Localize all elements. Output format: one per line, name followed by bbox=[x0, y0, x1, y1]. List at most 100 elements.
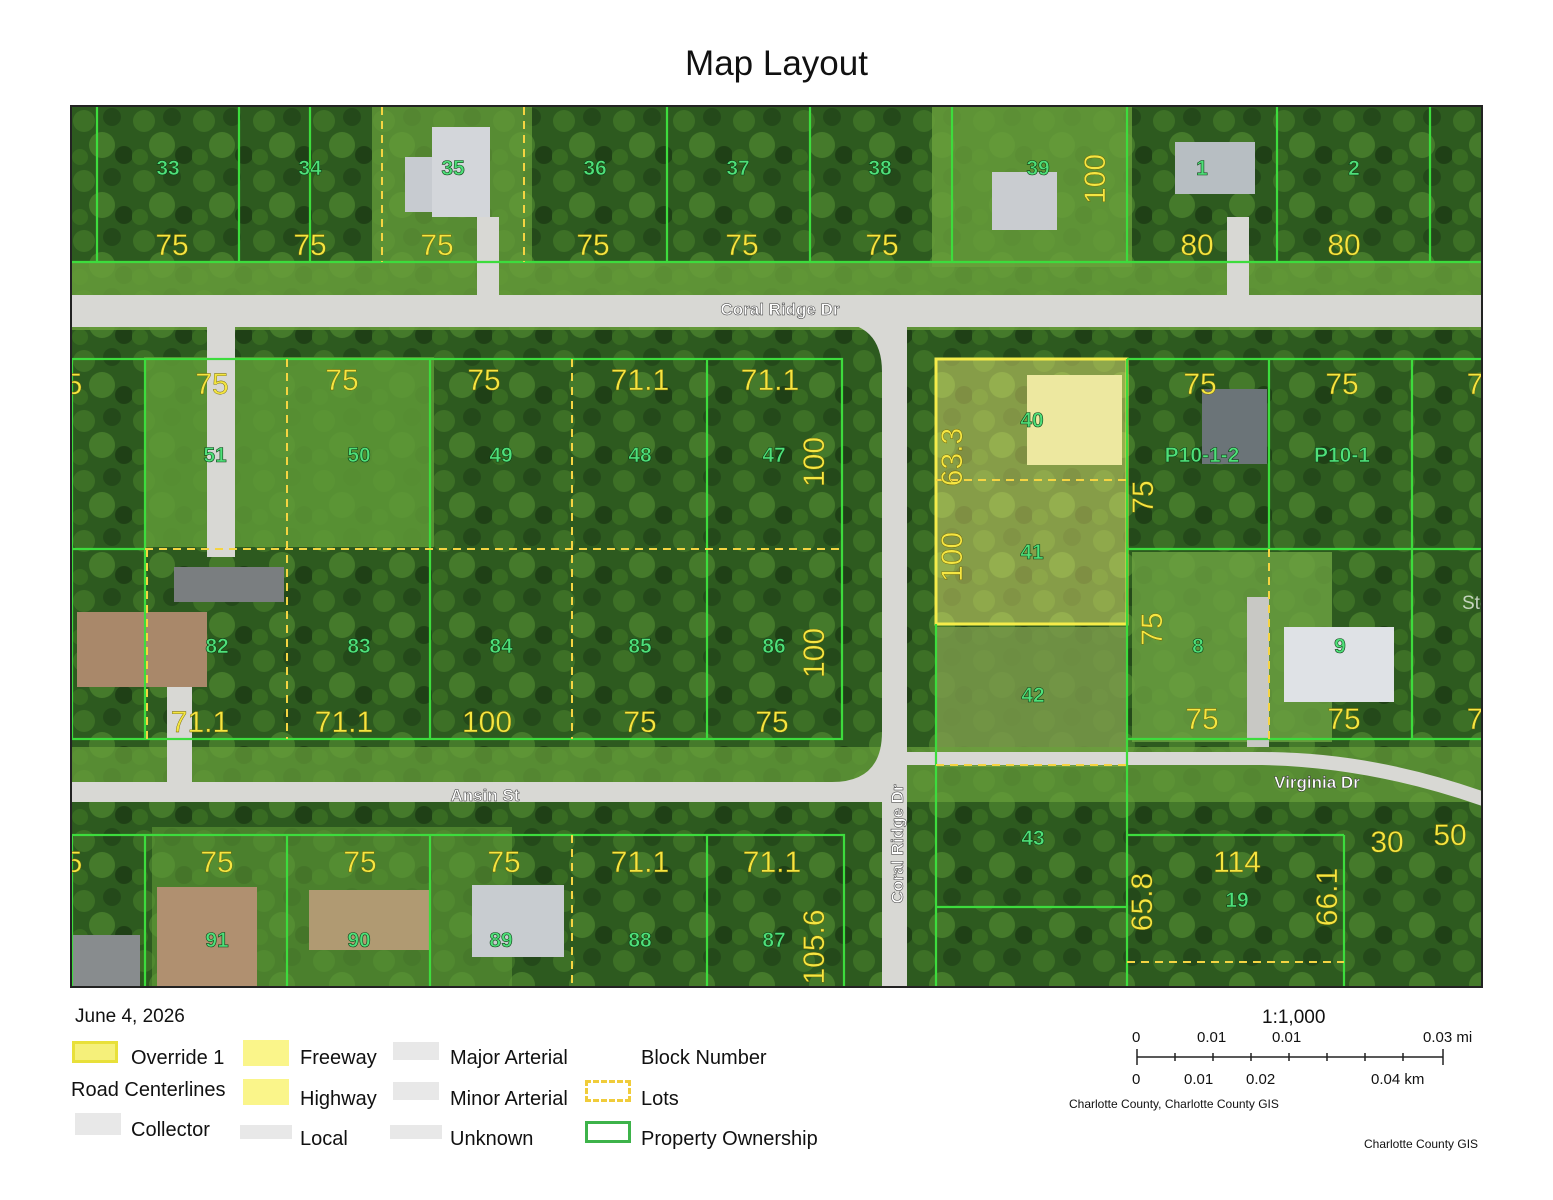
cleared-lot bbox=[937, 627, 1127, 767]
legend-major-arterial: Major Arterial bbox=[450, 1047, 568, 1069]
aerial-map[interactable]: Coral Ridge Dr Coral Ridge Dr Ansin St V… bbox=[72, 107, 1483, 988]
lot-number-label: 1 bbox=[1196, 157, 1208, 180]
lot-number-label: 36 bbox=[583, 157, 606, 180]
coral-ridge-road bbox=[72, 295, 1481, 327]
lot-dimension-label: 5 bbox=[72, 368, 82, 401]
collector-swatch bbox=[75, 1113, 121, 1135]
house bbox=[432, 127, 490, 217]
lot-number-label: 88 bbox=[628, 929, 652, 952]
lot-dimension-label: 75 bbox=[325, 364, 358, 397]
lot-number-label: 82 bbox=[205, 635, 228, 658]
lot-number-label: 38 bbox=[868, 157, 892, 180]
scale-ratio: 1:1,000 bbox=[1262, 1007, 1326, 1028]
lot-dimension-label: 75 bbox=[487, 846, 520, 879]
house bbox=[1202, 389, 1267, 464]
lot-number-label: 39 bbox=[1026, 157, 1049, 180]
lot-dimension-label: 75 bbox=[576, 229, 609, 262]
lot-dimension-label: 100 bbox=[798, 437, 831, 487]
lot-number-label: 86 bbox=[762, 635, 785, 658]
legend-highway: Highway bbox=[300, 1088, 377, 1110]
lot-number-label: 51 bbox=[203, 444, 227, 467]
major-arterial-swatch bbox=[393, 1042, 439, 1060]
lot-number-label: 89 bbox=[489, 929, 512, 952]
lot-number-label: P10-1-2 bbox=[1165, 444, 1240, 467]
lot-number-label: 40 bbox=[1020, 409, 1043, 432]
lot-dimension-label: 75 bbox=[755, 706, 788, 739]
lot-dimension-label: 75 bbox=[200, 846, 233, 879]
lot-dimension-label: 75 bbox=[1136, 612, 1169, 645]
map-frame[interactable]: Coral Ridge Dr Coral Ridge Dr Ansin St V… bbox=[70, 105, 1483, 988]
house bbox=[992, 172, 1057, 230]
lot-number-label: P10-1 bbox=[1314, 444, 1370, 467]
lot-number-label: 49 bbox=[489, 444, 512, 467]
lot-number-label: 37 bbox=[726, 157, 749, 180]
scale-mi-2: 0.01 bbox=[1272, 1029, 1302, 1046]
scale-km-1: 0.01 bbox=[1184, 1071, 1214, 1088]
credit-line-2: Charlotte County GIS bbox=[1364, 1137, 1479, 1151]
freeway-swatch bbox=[243, 1040, 289, 1066]
lot-dimension-label: 71.1 bbox=[741, 364, 799, 397]
lot-dimension-label: 75 bbox=[467, 364, 500, 397]
street-label-virginia: Virginia Dr bbox=[1274, 773, 1360, 792]
lot-number-label: 2 bbox=[1348, 157, 1360, 180]
lot-dimension-label: 75 bbox=[420, 229, 453, 262]
lot-dimension-label: 114 bbox=[1213, 846, 1261, 879]
lot-dimension-label: 75 bbox=[343, 846, 376, 879]
lot-dimension-label: 75 bbox=[1183, 368, 1216, 401]
watermark: StellarMLS bbox=[1462, 593, 1483, 614]
lot-number-label: 83 bbox=[347, 635, 370, 658]
map-date: June 4, 2026 bbox=[75, 1006, 185, 1027]
house bbox=[472, 885, 564, 957]
legend-local: Local bbox=[300, 1128, 348, 1150]
scale-km-0: 0 bbox=[1132, 1071, 1141, 1088]
legend-override: Override 1 bbox=[131, 1047, 225, 1069]
lot-lines bbox=[145, 107, 1344, 986]
map-title: Map Layout bbox=[685, 44, 868, 83]
driveway bbox=[477, 217, 499, 297]
lot-dimension-label: 50 bbox=[1433, 819, 1466, 852]
lot-dimension-label: 100 bbox=[1079, 154, 1112, 204]
lot-number-label: 43 bbox=[1021, 827, 1044, 850]
lot-number-label: 19 bbox=[1225, 889, 1248, 912]
house bbox=[309, 890, 429, 950]
house bbox=[157, 887, 257, 986]
scale-mi-1: 0.01 bbox=[1197, 1029, 1227, 1046]
lot-dimension-label: 75 bbox=[293, 229, 326, 262]
lot-dimension-label: 75 bbox=[1325, 368, 1358, 401]
lot-dimension-label: 100 bbox=[798, 628, 831, 678]
house bbox=[77, 612, 207, 687]
lot-dimension-label: 71.1 bbox=[315, 706, 373, 739]
yard bbox=[144, 357, 434, 547]
scale-mi-0: 0 bbox=[1132, 1029, 1141, 1046]
virginia-road bbox=[907, 752, 1481, 806]
lot-dimension-label: 75 bbox=[725, 229, 758, 262]
driveway bbox=[1227, 217, 1249, 297]
lot-dimension-label: 71.1 bbox=[611, 364, 669, 397]
house bbox=[1175, 142, 1255, 194]
lot-dimension-label: 75 bbox=[155, 229, 188, 262]
lot-dimension-label: 66.1 bbox=[1311, 868, 1344, 926]
legend-road-centerlines: Road Centerlines bbox=[71, 1079, 226, 1101]
minor-arterial-swatch bbox=[393, 1082, 439, 1100]
legend-block-number: Block Number bbox=[641, 1047, 767, 1069]
lot-dimension-label: 75 bbox=[623, 706, 656, 739]
driveway bbox=[1247, 597, 1269, 747]
road-corner bbox=[832, 322, 882, 372]
property-ownership-lines bbox=[72, 107, 1481, 986]
lots-swatch bbox=[585, 1080, 631, 1102]
lot-dimension-label: 63.3 bbox=[936, 428, 969, 486]
legend-lots: Lots bbox=[641, 1088, 679, 1110]
lot-number-label: 50 bbox=[347, 444, 370, 467]
lot-dimension-label: 7 bbox=[1467, 703, 1483, 736]
lot-dimension-label: 80 bbox=[1327, 229, 1360, 262]
lot-number-label: 8 bbox=[1192, 635, 1204, 658]
highlight-parcel[interactable] bbox=[936, 359, 1127, 624]
house bbox=[72, 935, 140, 986]
scale-km-3: 0.04 km bbox=[1371, 1071, 1425, 1088]
lot-dimension-label: 7 bbox=[1467, 368, 1483, 401]
lot-number-label: 42 bbox=[1021, 684, 1044, 707]
lot-dimension-label: 75 bbox=[1127, 480, 1160, 513]
street-label-ansin: Ansin St bbox=[451, 786, 520, 805]
scale-mi-3: 0.03 mi bbox=[1423, 1029, 1473, 1046]
